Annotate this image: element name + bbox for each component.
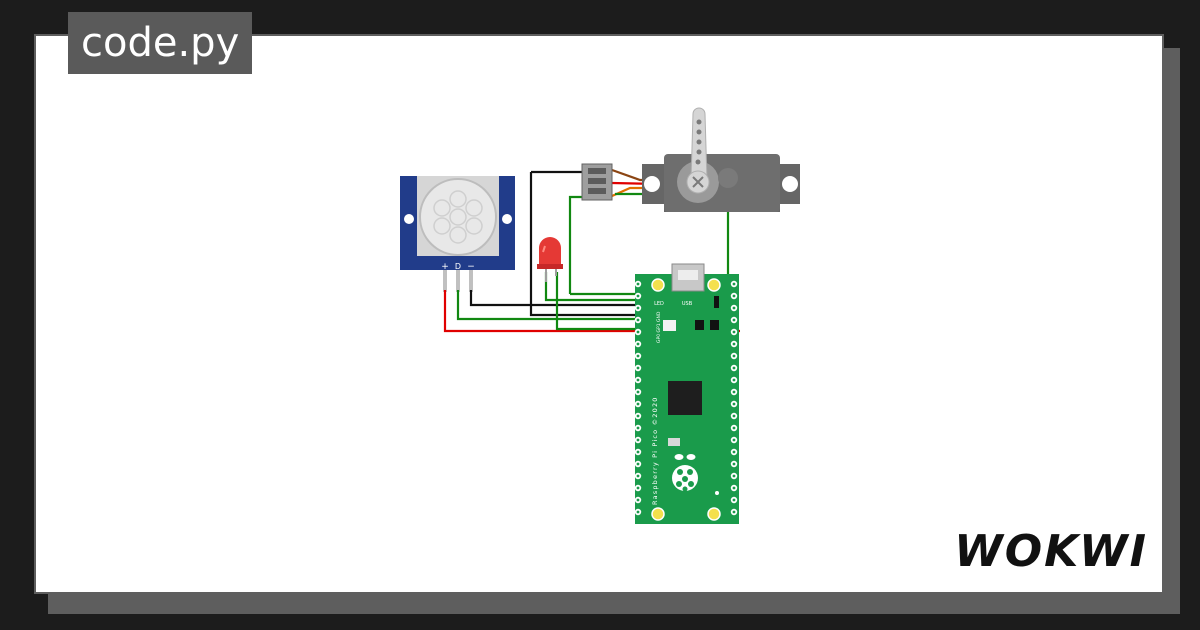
pir-dome-icon: [419, 178, 497, 256]
led-icon: [537, 237, 563, 269]
led[interactable]: [537, 237, 563, 282]
pir-mount-hole-left: [404, 214, 414, 224]
usb-port-icon: [671, 263, 705, 292]
pico-chip-small-2: [710, 320, 719, 330]
raspberry-logo-icon: [672, 454, 698, 492]
pico-pin-hole: [636, 486, 640, 490]
pico-pin-hole: [636, 354, 640, 358]
pico-pin-hole: [732, 450, 736, 454]
wire-led-gnd[interactable]: [544, 272, 645, 302]
pico-pin-hole: [732, 390, 736, 394]
pico-pins-right[interactable]: [730, 280, 738, 516]
pico-pin-hole: [732, 294, 736, 298]
pico-pin-hole: [732, 486, 736, 490]
pico-pin-hole: [636, 366, 640, 370]
pico-bootsel-button[interactable]: [668, 438, 680, 446]
pico-pin-hole: [732, 474, 736, 478]
pir-pin-vcc[interactable]: [443, 270, 447, 292]
wire-vcc-red[interactable]: [443, 290, 645, 333]
pico-pin-hole: [732, 510, 736, 514]
pico-pin-hole: [636, 462, 640, 466]
pico-rp2040-chip: [668, 381, 702, 415]
pico-mount-hole-tr: [707, 278, 721, 292]
pico-pin-hole: [636, 510, 640, 514]
servo-mount-hole-left: [644, 176, 660, 192]
servo-body-bump: [718, 168, 738, 188]
pico-pin-hole: [732, 342, 736, 346]
pico-pin-hole: [732, 498, 736, 502]
pico-pin-hole: [732, 282, 736, 286]
pico-pin-hole: [732, 438, 736, 442]
pico-pin-hole: [636, 414, 640, 418]
pico-pin-hole: [636, 438, 640, 442]
wire-pir-data-green[interactable]: [456, 290, 645, 321]
pico-pin-hole: [636, 390, 640, 394]
servo-connector-pin-2: [588, 178, 606, 184]
servo-connector-pin-3: [588, 188, 606, 194]
pico-pin-hole: [636, 330, 640, 334]
wire-led-green[interactable]: [555, 272, 645, 331]
pico-pin-hole: [732, 354, 736, 358]
pir-pin-label-gnd: −: [467, 262, 475, 272]
pico-pin-hole: [636, 498, 640, 502]
pir-pin-gnd[interactable]: [469, 270, 473, 292]
pico-pin-hole: [636, 450, 640, 454]
pir-mount-hole-right: [502, 214, 512, 224]
pico-pin-hole: [732, 378, 736, 382]
pir-pin-label-data: D: [455, 262, 461, 271]
wokwi-logo: WOKWI: [954, 526, 1148, 577]
pico-pin-hole: [636, 306, 640, 310]
pico-pin-hole: [732, 426, 736, 430]
pico-pin-hole: [636, 294, 640, 298]
servo-connector-pin-1: [588, 168, 606, 174]
pir-sensor[interactable]: + D −: [400, 176, 515, 292]
pico-onboard-led: [663, 320, 676, 331]
pico-pin-hole: [636, 402, 640, 406]
pico-pad-marker: [715, 491, 719, 495]
wire-servo-signal-green[interactable]: [568, 195, 585, 294]
pico-mount-hole-bl: [651, 507, 665, 521]
pico-pin-hole: [636, 318, 640, 322]
pico-pin-hole: [636, 474, 640, 478]
pico-pin-hole: [636, 282, 640, 286]
pico-pin-hole: [732, 402, 736, 406]
wire-pir-gnd-black[interactable]: [469, 290, 645, 307]
raspberry-pi-pico[interactable]: USB LED Raspberry Pi Pico ©2020 GP0 GP1 …: [634, 263, 739, 524]
pico-led-label: LED: [654, 301, 664, 307]
pir-pin-data[interactable]: [456, 270, 460, 292]
pico-usb-label: USB: [682, 301, 693, 307]
pico-pin-hole: [732, 330, 736, 334]
wire-servo-gnd-black[interactable]: [529, 172, 645, 317]
servo-mount-hole-right: [782, 176, 798, 192]
pico-chip-small-1: [695, 320, 704, 330]
pico-pin-hole: [732, 366, 736, 370]
pico-pin-hole: [732, 306, 736, 310]
pico-pin-hole: [732, 414, 736, 418]
pir-pin-label-vcc: +: [441, 262, 449, 272]
pico-mount-hole-tl: [651, 278, 665, 292]
servo-motor[interactable]: [581, 107, 800, 212]
pico-pin-text: GP0 GP1 GND: [656, 311, 662, 343]
pico-board-text: Raspberry Pi Pico ©2020: [651, 396, 659, 505]
page-title: code.py: [68, 12, 253, 74]
servo-horn-icon: [686, 107, 710, 194]
pico-pin-hole: [732, 318, 736, 322]
pico-pins-left[interactable]: [634, 280, 642, 516]
pico-chip-small-3: [714, 296, 719, 308]
pico-pin-hole: [636, 342, 640, 346]
pico-mount-hole-br: [707, 507, 721, 521]
pico-pin-hole: [636, 426, 640, 430]
pico-pin-hole: [636, 378, 640, 382]
pico-pin-hole: [732, 462, 736, 466]
